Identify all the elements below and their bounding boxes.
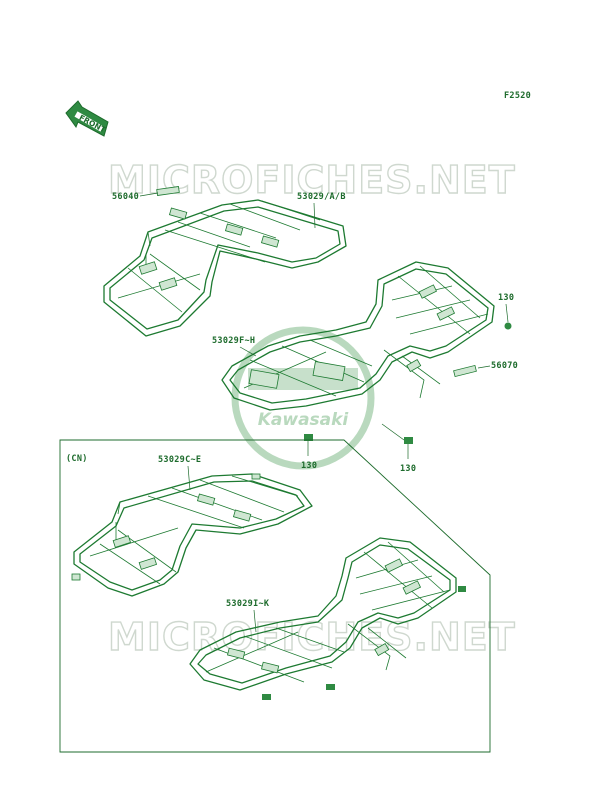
variant-cn-label: (CN) (66, 454, 88, 464)
part-53029fh-label: 53029F~H (212, 336, 255, 346)
bolt-130-right (504, 303, 512, 330)
decal-56070 (453, 364, 477, 378)
front-carrier-upper (103, 199, 347, 337)
rear-carrier-lower (189, 537, 466, 700)
front-arrow-icon: FRONT (65, 100, 109, 137)
part-130-right-label: 130 (498, 293, 514, 303)
figure-code: F2520 (504, 91, 531, 101)
watermark-brand: Kawasaki (258, 410, 350, 430)
bolt-130-left (304, 434, 313, 456)
part-130-mid-label: 130 (400, 464, 416, 474)
part-53029ik-label: 53029I~K (226, 599, 270, 609)
part-56040-label: 56040 (112, 192, 139, 202)
part-56070-label: 56070 (491, 361, 518, 371)
watermark-bottom: MICROFICHES.NET (108, 615, 516, 659)
part-130-left-label: 130 (301, 461, 317, 471)
rear-carrier-upper (221, 261, 495, 411)
watermark-top: MICROFICHES.NET (108, 158, 516, 202)
front-carrier-lower (71, 473, 313, 597)
bolt-130-mid (381, 423, 413, 459)
part-53029ab-label: 53029/A/B (297, 192, 346, 202)
cn-variant-box (59, 439, 491, 753)
part-53029ce-label: 53029C~E (158, 455, 201, 465)
decal-56040 (156, 186, 180, 196)
